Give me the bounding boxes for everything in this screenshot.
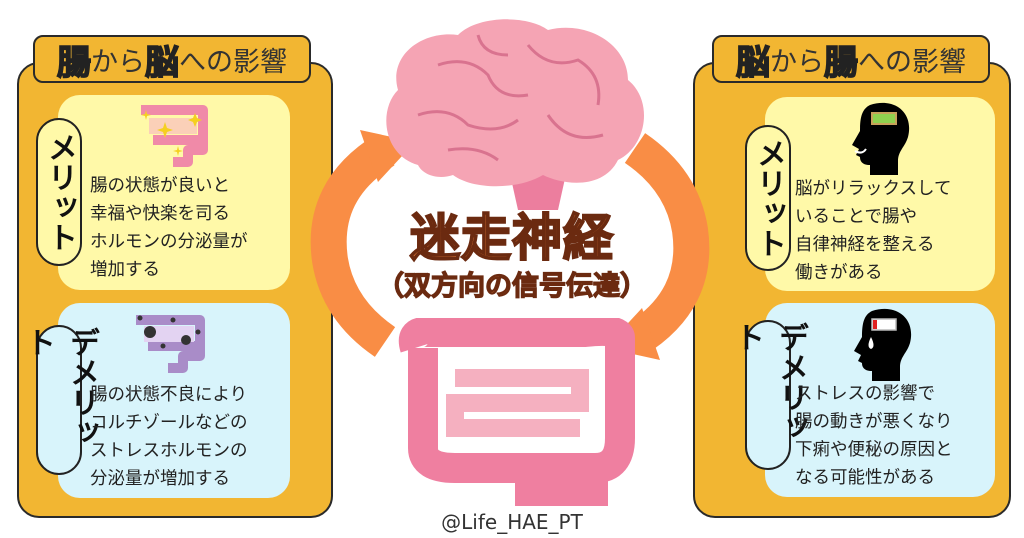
credit: @Life_HAE_PT [441,510,583,534]
title-text: から [770,46,824,78]
demerit-label: デメリット [20,325,99,475]
title-gut: 腸 [823,42,859,84]
germ-intestine-icon [136,315,205,373]
left-panel-title: 腸から脳への影響 [33,35,311,83]
intestine-icon [398,318,635,506]
title-brain: 脳 [144,42,180,84]
merit-label: メリット [36,118,82,266]
title-brain: 脳 [735,42,771,84]
merit-label: メリット [745,125,791,271]
right-panel-title: 脳から腸への影響 [712,35,990,83]
sparkling-intestine-icon [141,105,208,167]
title-gut: 腸 [56,42,92,84]
cycle-arrows-icon [310,130,710,360]
left-merit-text: 腸の状態が良いと 幸福や快楽を司る ホルモンの分泌量が 増加する [90,176,248,280]
head-low-battery-icon [854,308,912,381]
vagus-nerve-title: 迷走神経 [409,208,614,268]
left-demerit-text: 腸の状態不良により コルチゾールなどの ストレスホルモンの 分泌量が増加する [90,385,248,489]
title-text: への影響 [858,46,966,78]
vagus-nerve-subtitle: （双方向の信号伝達） [376,270,647,302]
title-text: から [91,46,145,78]
right-merit-text: 脳がリラックスして いることで腸や 自律神経を整える 働きがある [795,179,952,283]
title-text: への影響 [179,46,287,78]
head-full-battery-icon [852,102,910,175]
right-demerit-text: ストレスの影響で 腸の動きが悪くなり 下痢や便秘の原因と なる可能性がある [795,384,953,488]
brain-icon [386,19,645,210]
demerit-label: デメリット [729,320,808,470]
